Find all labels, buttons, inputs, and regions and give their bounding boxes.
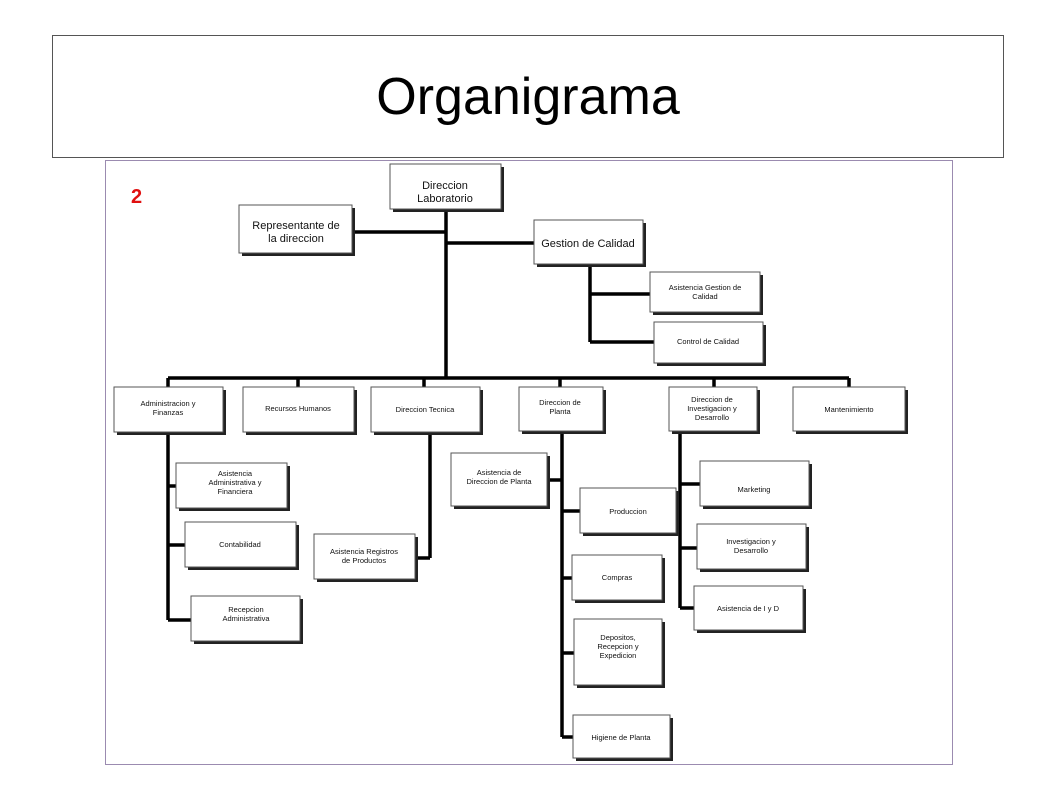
node-label: Marketing [738,485,771,494]
node-label-line: Calidad [692,292,717,301]
node-label-line: Desarrollo [734,546,768,555]
node-marketing: Marketing [699,460,812,509]
node-label-line: Desarrollo [695,413,729,422]
node-contabilidad: Contabilidad [184,521,299,570]
node-direccion-tecnica: Direccion Tecnica [370,386,483,435]
node-control-calidad: Control de Calidad [653,321,766,366]
node-label: Higiene de Planta [591,733,651,742]
node-label-line: Planta [549,407,571,416]
node-label: Asistencia de I y D [717,604,780,613]
node-recursos-humanos: Recursos Humanos [242,386,357,435]
node-compras: Compras [571,554,665,603]
node-mantenimiento: Mantenimiento [792,386,908,434]
node-label: Mantenimiento [824,405,873,414]
node-label: Contabilidad [219,540,261,549]
node-gestion-calidad: Gestion de Calidad [533,219,646,267]
node-label-line: Administrativa [222,614,270,623]
node-label: Produccion [609,507,647,516]
node-label-line: Direccion de Planta [466,477,532,486]
node-label-line: Investigacion y [687,404,737,413]
connectors [166,210,851,739]
title-box: Organigrama [52,35,1004,158]
node-label: Direccion Tecnica [396,405,455,414]
node-label-line: Laboratorio [417,193,473,205]
node-label-line: la direccion [268,233,324,245]
node-label: Gestion de Calidad [541,238,635,250]
node-label-line: Expedicion [600,651,637,660]
node-label-line: Financiera [217,487,253,496]
slide-number: 2 [131,186,143,208]
node-asistencia-iyd: Asistencia de I y D [693,585,806,633]
node-produccion: Produccion [579,487,679,536]
node-label-line: Recepcion y [597,642,639,651]
node-higiene-planta: Higiene de Planta [572,714,673,761]
node-label: Recursos Humanos [265,404,331,413]
node-label-line: Finanzas [153,408,184,417]
page-title: Organigrama [376,67,680,126]
node-label: Compras [602,573,633,582]
node-label-line: Administrativa y [209,478,262,487]
node-label-line: de Productos [342,556,386,565]
node-label: Control de Calidad [677,337,739,346]
